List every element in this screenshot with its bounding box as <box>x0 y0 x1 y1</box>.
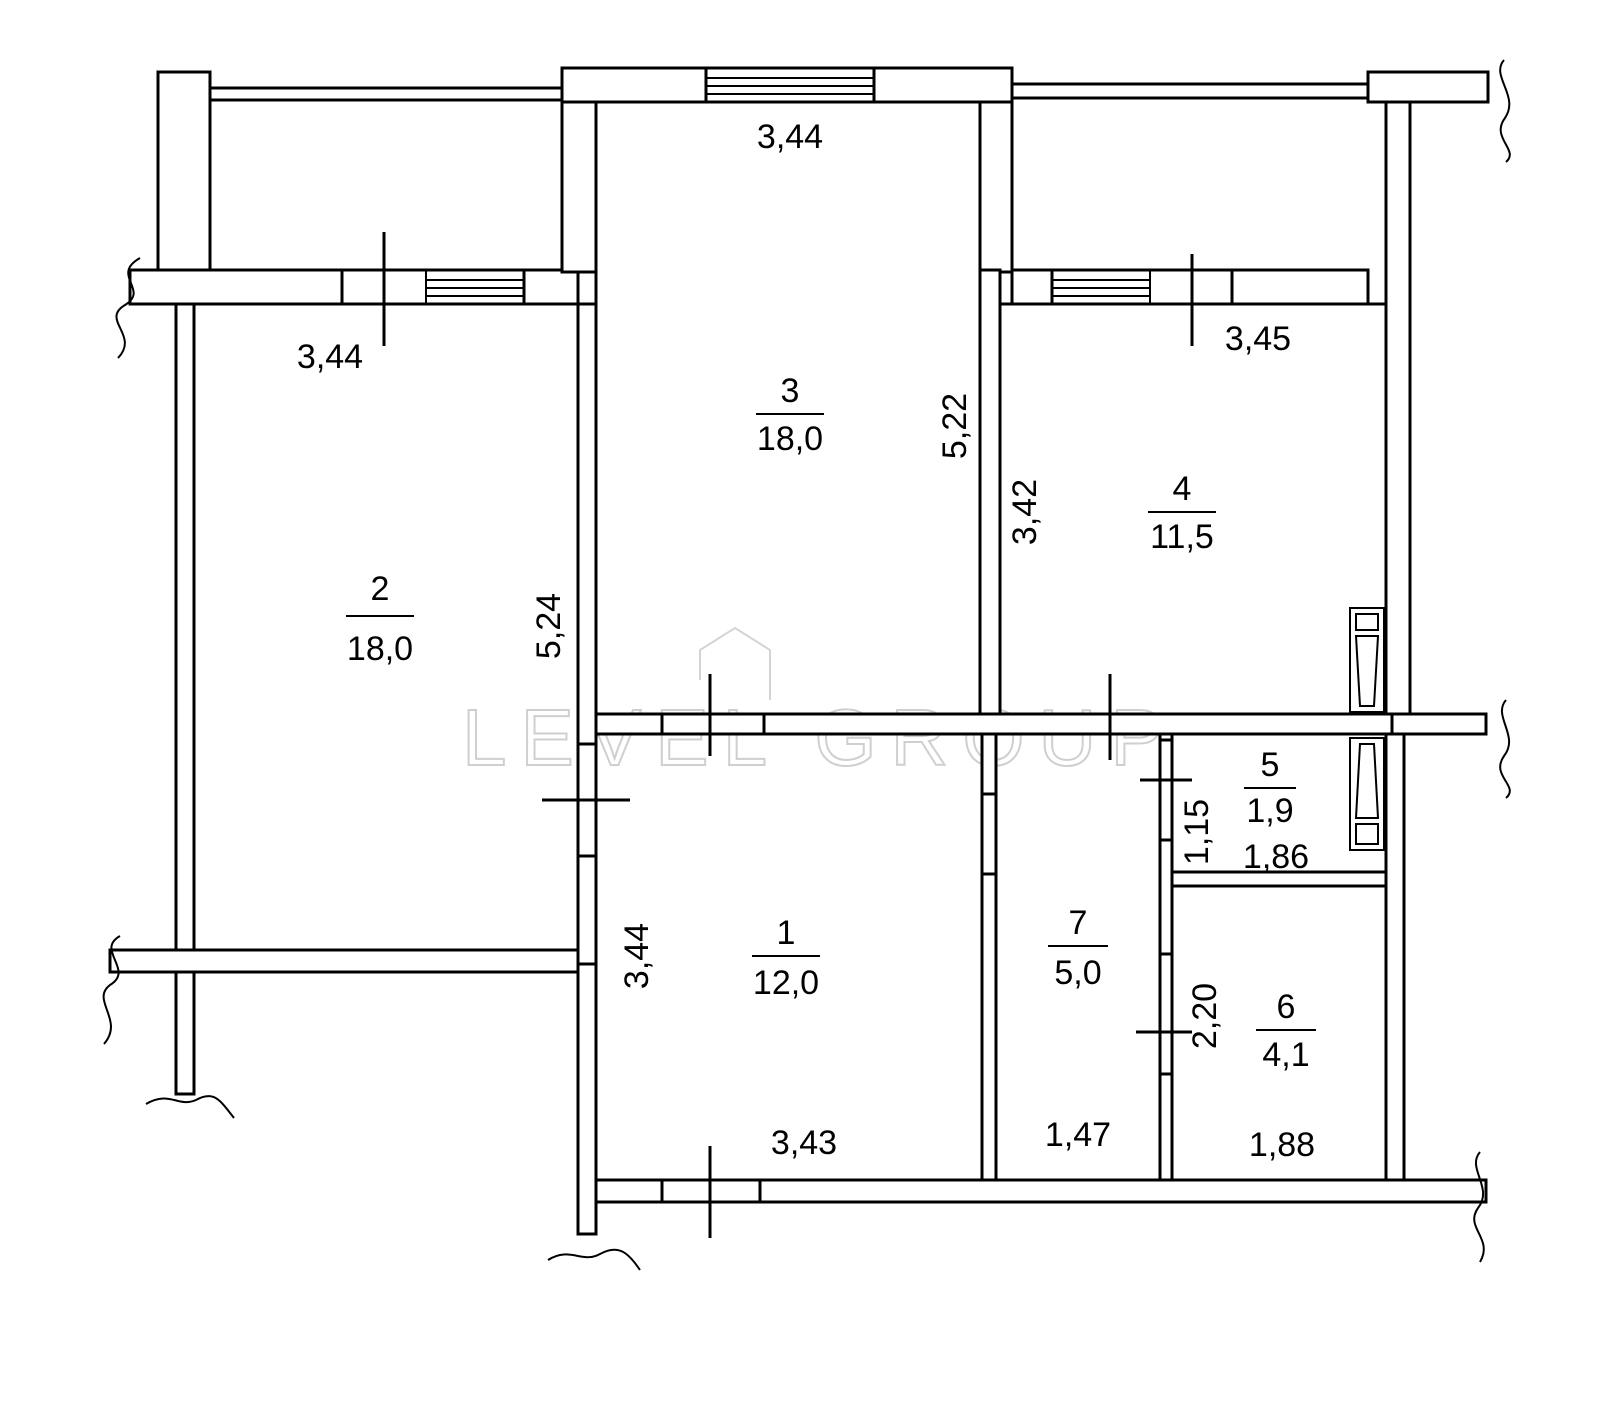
wall-left-room2 <box>174 302 196 1096</box>
balcony-left-rail <box>208 86 564 102</box>
dimension-labels: 3,44 3,44 3,45 5,22 3,42 5,24 3,44 1,15 … <box>297 118 1315 1164</box>
break-marks <box>102 59 1511 1271</box>
room-label-2: 2 18,0 <box>346 570 414 668</box>
svg-text:11,5: 11,5 <box>1150 518 1214 556</box>
wall-right-top <box>1366 70 1490 104</box>
room-label-4: 4 11,5 <box>1148 470 1216 556</box>
sink-icon <box>1349 737 1385 851</box>
svg-text:18,0: 18,0 <box>347 630 413 668</box>
svg-text:18,0: 18,0 <box>757 420 823 458</box>
svg-text:5,0: 5,0 <box>1054 954 1101 992</box>
svg-text:1: 1 <box>777 914 796 952</box>
dim-room4-width: 3,45 <box>1225 320 1291 358</box>
dim-room7-width: 1,47 <box>1045 1116 1111 1154</box>
svg-text:7: 7 <box>1069 904 1088 942</box>
room-label-6: 6 4,1 <box>1256 988 1316 1074</box>
wall-left-room1 <box>576 962 598 1236</box>
watermark: LEVEL GROUP <box>461 626 1178 783</box>
dim-room1-depth: 3,44 <box>618 923 656 989</box>
room-2-outline <box>192 302 580 952</box>
wall-left-top <box>156 70 212 274</box>
wall-right-room2 <box>576 302 598 966</box>
svg-text:2: 2 <box>371 570 390 608</box>
dim-room2-depth: 5,24 <box>530 593 568 659</box>
tick-marks <box>382 232 1194 1238</box>
svg-text:4,1: 4,1 <box>1262 1036 1309 1074</box>
dim-room5-depth: 1,15 <box>1178 799 1216 865</box>
svg-text:4: 4 <box>1173 470 1192 508</box>
room-label-3: 3 18,0 <box>756 372 824 458</box>
balcony-right-rail <box>1010 82 1370 100</box>
room-labels: 3 18,0 2 18,0 4 11,5 1 12,0 7 5,0 5 1,9 <box>346 372 1316 1074</box>
fixtures <box>1349 607 1385 851</box>
room-1-outline <box>594 732 984 1182</box>
wall-partition-lower <box>980 872 998 1182</box>
wall-right-lower <box>1384 732 1406 1188</box>
wall-partition-upper <box>980 732 998 796</box>
window-room4 <box>1050 268 1234 306</box>
svg-text:1,9: 1,9 <box>1246 792 1293 830</box>
watermark-house-icon <box>699 626 771 700</box>
door-room6 <box>1158 952 1174 1076</box>
dim-room4-depth: 3,42 <box>1006 479 1044 545</box>
dim-room3-depth: 5,22 <box>936 393 974 459</box>
bathtub-icon <box>1349 607 1385 713</box>
dim-room6-depth: 2,20 <box>1186 983 1224 1049</box>
wall-right-room3-top <box>978 100 1014 274</box>
window-room3 <box>704 66 876 104</box>
dim-room5-width: 1,86 <box>1243 838 1309 876</box>
svg-text:5: 5 <box>1261 746 1280 784</box>
room-4-outline <box>998 302 1388 716</box>
svg-text:6: 6 <box>1277 988 1296 1026</box>
room-label-7: 7 5,0 <box>1048 904 1108 992</box>
dim-room1-width: 3,43 <box>771 1124 837 1162</box>
doors <box>576 712 1174 1076</box>
door-room3 <box>660 712 766 736</box>
watermark-text: LEVEL GROUP <box>462 693 1178 782</box>
svg-text:12,0: 12,0 <box>753 964 819 1002</box>
svg-text:3: 3 <box>781 372 800 410</box>
windows <box>340 66 1234 1204</box>
wall-bottom-room2 <box>108 948 580 974</box>
dim-room6-width: 1,88 <box>1249 1126 1315 1164</box>
wall-right-room4 <box>1384 100 1412 716</box>
window-room2 <box>340 268 526 306</box>
dim-room3-width: 3,44 <box>757 118 823 156</box>
wall-right-mid <box>1384 712 1488 736</box>
room-label-1: 1 12,0 <box>752 914 820 1002</box>
door-room5 <box>1158 738 1174 842</box>
wall-right-room3 <box>978 268 1002 716</box>
wall-left-room3-top <box>560 100 598 274</box>
room-label-5: 5 1,9 <box>1244 746 1296 830</box>
dim-room2-width: 3,44 <box>297 338 363 376</box>
